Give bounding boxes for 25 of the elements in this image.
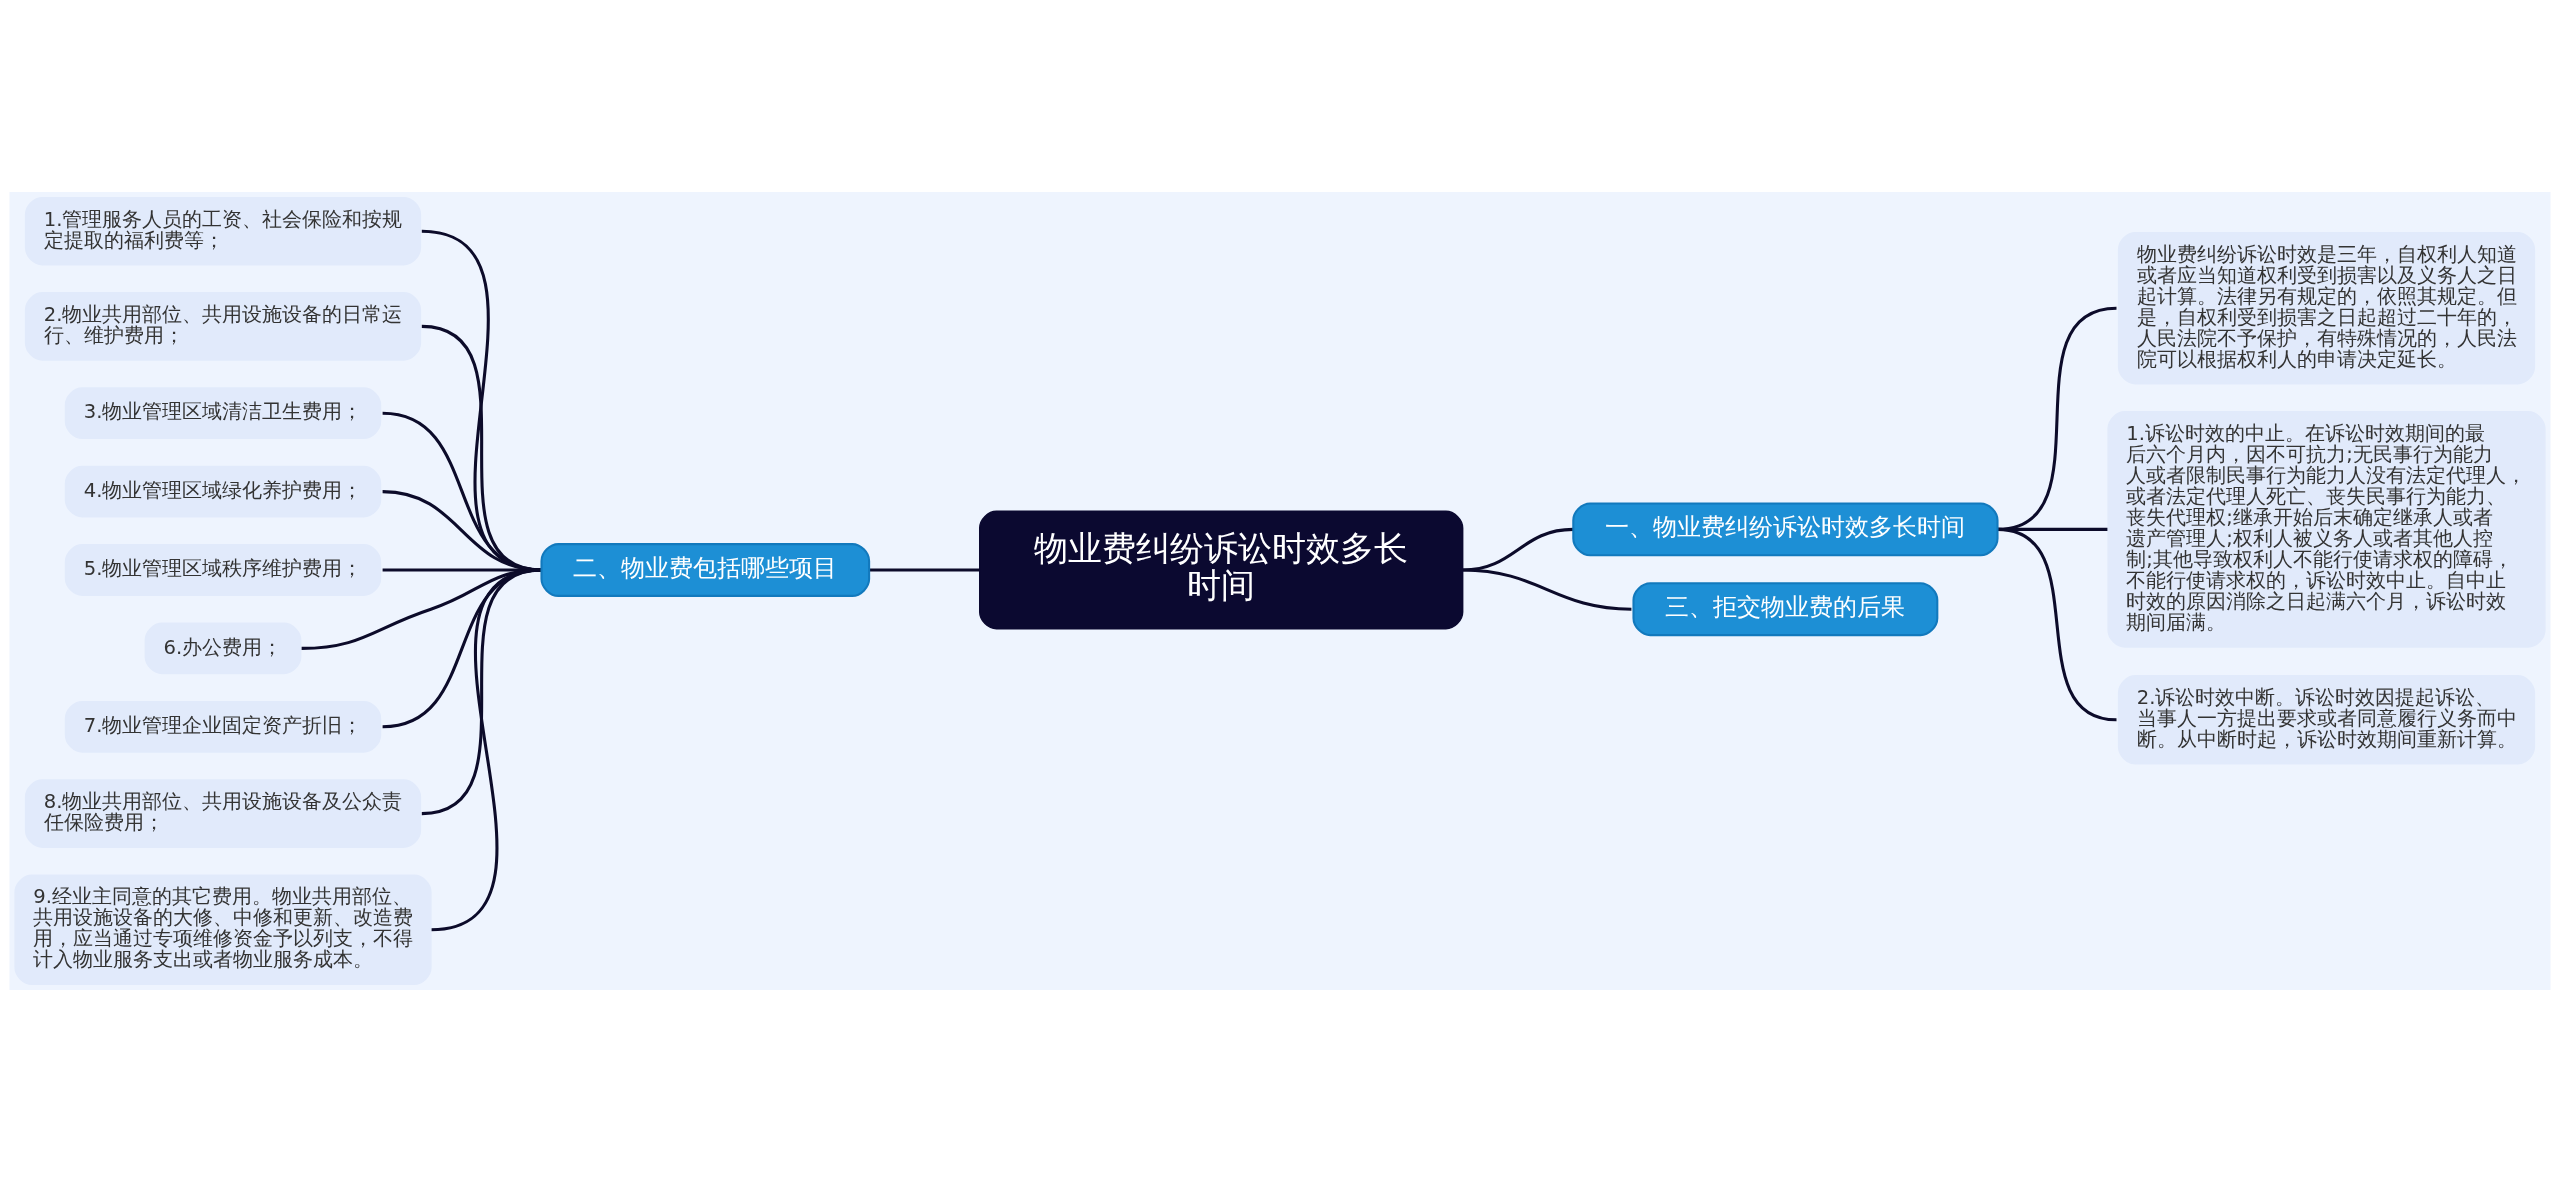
node-box: 物业费纠纷诉讼时效是三年，自权利人知道或者应当知道权利受到损害以及义务人之日起计算。法律另有规定的，依照其规定。但是，自权利受到损害之日起超过二十年的，人民法院不予保护，有特殊情况的，人民法院可以根据权利人的申请决定延长。 [2117,231,2536,384]
node-box: 9.经业主同意的其它费用。物业共用部位、共用设施设备的大修、中修和更新、改造费用，应当通过专项维修资金予以列支，不得计入物业服务支出或者物业服务成本。 [14,874,432,985]
node-box: 7.物业管理企业固定资产折旧； [64,700,382,753]
node-box: 物业费纠纷诉讼时效多长时间 [979,510,1464,629]
node-box: 3.物业管理区域清洁卫生费用； [64,386,382,439]
node-box: 4.物业管理区域绿化养护费用； [64,465,382,517]
connector [301,567,542,650]
connector [1997,527,2117,721]
node-box: 1.诉讼时效的中止。在诉讼时效期间的最后六个月内，因不可抗力;无民事行为能力人或者限制民事行为能力人没有法定代理人，或者法定代理人死亡、丧失民事行为能力、丧失代理权;继承开始后末确定继承人或者遗产管理人;权利人被义务人或者其他人控制;其他导致权利人不能行使请求权的障碍，不能行使请求权的，诉讼时效中止。自中止时效的原因消除之日起满六个月，诉讼时效期间届满。 [2107,410,2546,648]
node-box: 2.物业共用部位、共用设施设备的日常运行、维护费用； [24,291,422,361]
node-box: 6.办公费用； [144,622,302,674]
node-box: 2.诉讼时效中断。诉讼时效因提起诉讼、当事人一方提出要求或者同意履行义务而中断。从中断时起，诉讼时效期间重新计算。 [2117,674,2536,765]
connector [869,567,980,572]
node-box: 二、物业费包括哪些项目 [540,542,871,597]
connector [382,411,542,572]
node-box: 1.管理服务人员的工资、社会保险和按规定提取的福利费等； [24,196,422,265]
connector [1462,527,1574,572]
node-box: 一、物业费纠纷诉讼时效多长时间 [1572,501,1999,556]
node-box: 5.物业管理区域秩序维护费用； [64,543,382,596]
connector [382,567,542,572]
connector [382,489,542,572]
node-box: 三、拒交物业费的后果 [1632,581,1939,636]
connector [1462,567,1632,611]
node-box: 8.物业共用部位、共用设施设备及公众责任保险费用； [24,778,422,848]
connector [382,567,542,728]
